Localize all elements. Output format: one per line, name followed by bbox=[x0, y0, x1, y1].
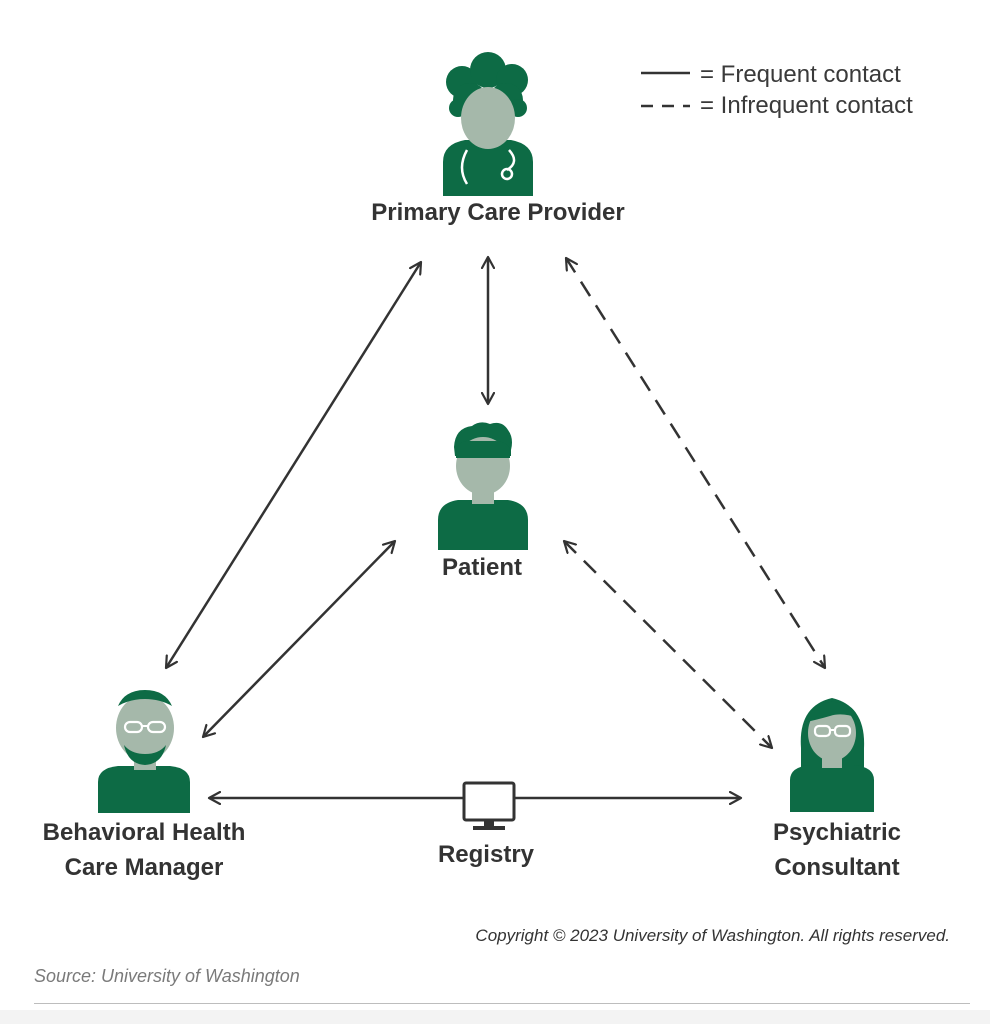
arrow-patient-consultant bbox=[564, 541, 772, 748]
computer-icon bbox=[462, 781, 516, 830]
arrow-pcp-care-manager bbox=[166, 262, 421, 668]
copyright-notice: Copyright © 2023 University of Washingto… bbox=[475, 926, 950, 945]
care-manager-label-line2: Care Manager bbox=[64, 854, 224, 881]
psychiatric-consultant-avatar bbox=[790, 698, 874, 812]
primary-care-provider-avatar bbox=[443, 52, 533, 196]
arrow-patient-care-manager bbox=[203, 541, 395, 737]
footer-divider bbox=[34, 1003, 970, 1004]
footer-band bbox=[0, 1010, 990, 1024]
psychiatric-consultant-label-line1: Psychiatric bbox=[772, 819, 902, 846]
legend-frequent-label: = Frequent contact bbox=[700, 61, 901, 88]
arrow-pcp-consultant bbox=[566, 258, 825, 668]
source-caption: Source: University of Washington bbox=[34, 966, 300, 986]
legend-infrequent-label: = Infrequent contact bbox=[700, 92, 913, 119]
care-manager-label-line1: Behavioral Health bbox=[42, 819, 246, 846]
patient-avatar bbox=[438, 422, 528, 550]
patient-label: Patient bbox=[441, 554, 522, 581]
psychiatric-consultant-label-line2: Consultant bbox=[774, 854, 900, 881]
registry-label: Registry bbox=[437, 841, 535, 868]
care-manager-avatar bbox=[98, 690, 190, 813]
primary-care-provider-label: Primary Care Provider bbox=[371, 199, 625, 226]
